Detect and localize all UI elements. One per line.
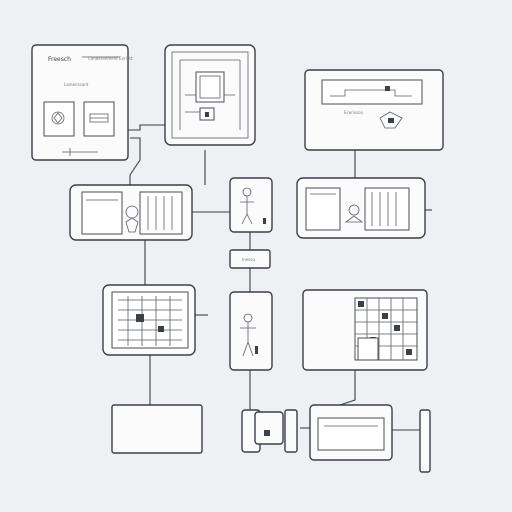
device-top-center <box>165 45 255 145</box>
panel-lower-right <box>303 290 427 370</box>
device-bottom-right <box>310 405 430 472</box>
panel-top-right: Ecerisson <box>305 70 443 150</box>
small-label-center: Inessu <box>242 257 255 262</box>
connection-wires <box>128 125 432 430</box>
device-lower-left <box>103 285 195 355</box>
panel-top-left-title: Freesch <box>48 56 71 63</box>
small-label-box: Inessu <box>230 250 270 268</box>
panel-top-left: Freesch Conassenment Enriett Lamenssant <box>32 45 133 160</box>
panel-top-right-caption: Ecerisson <box>344 110 364 115</box>
device-middle-left <box>70 185 192 240</box>
device-middle-right <box>297 178 425 238</box>
device-middle-center <box>230 178 272 232</box>
panel-top-left-sub: Lamenssant <box>64 82 89 87</box>
box-bottom-left <box>112 405 202 453</box>
device-lower-center <box>230 292 272 370</box>
box-bottom-center <box>242 410 297 452</box>
